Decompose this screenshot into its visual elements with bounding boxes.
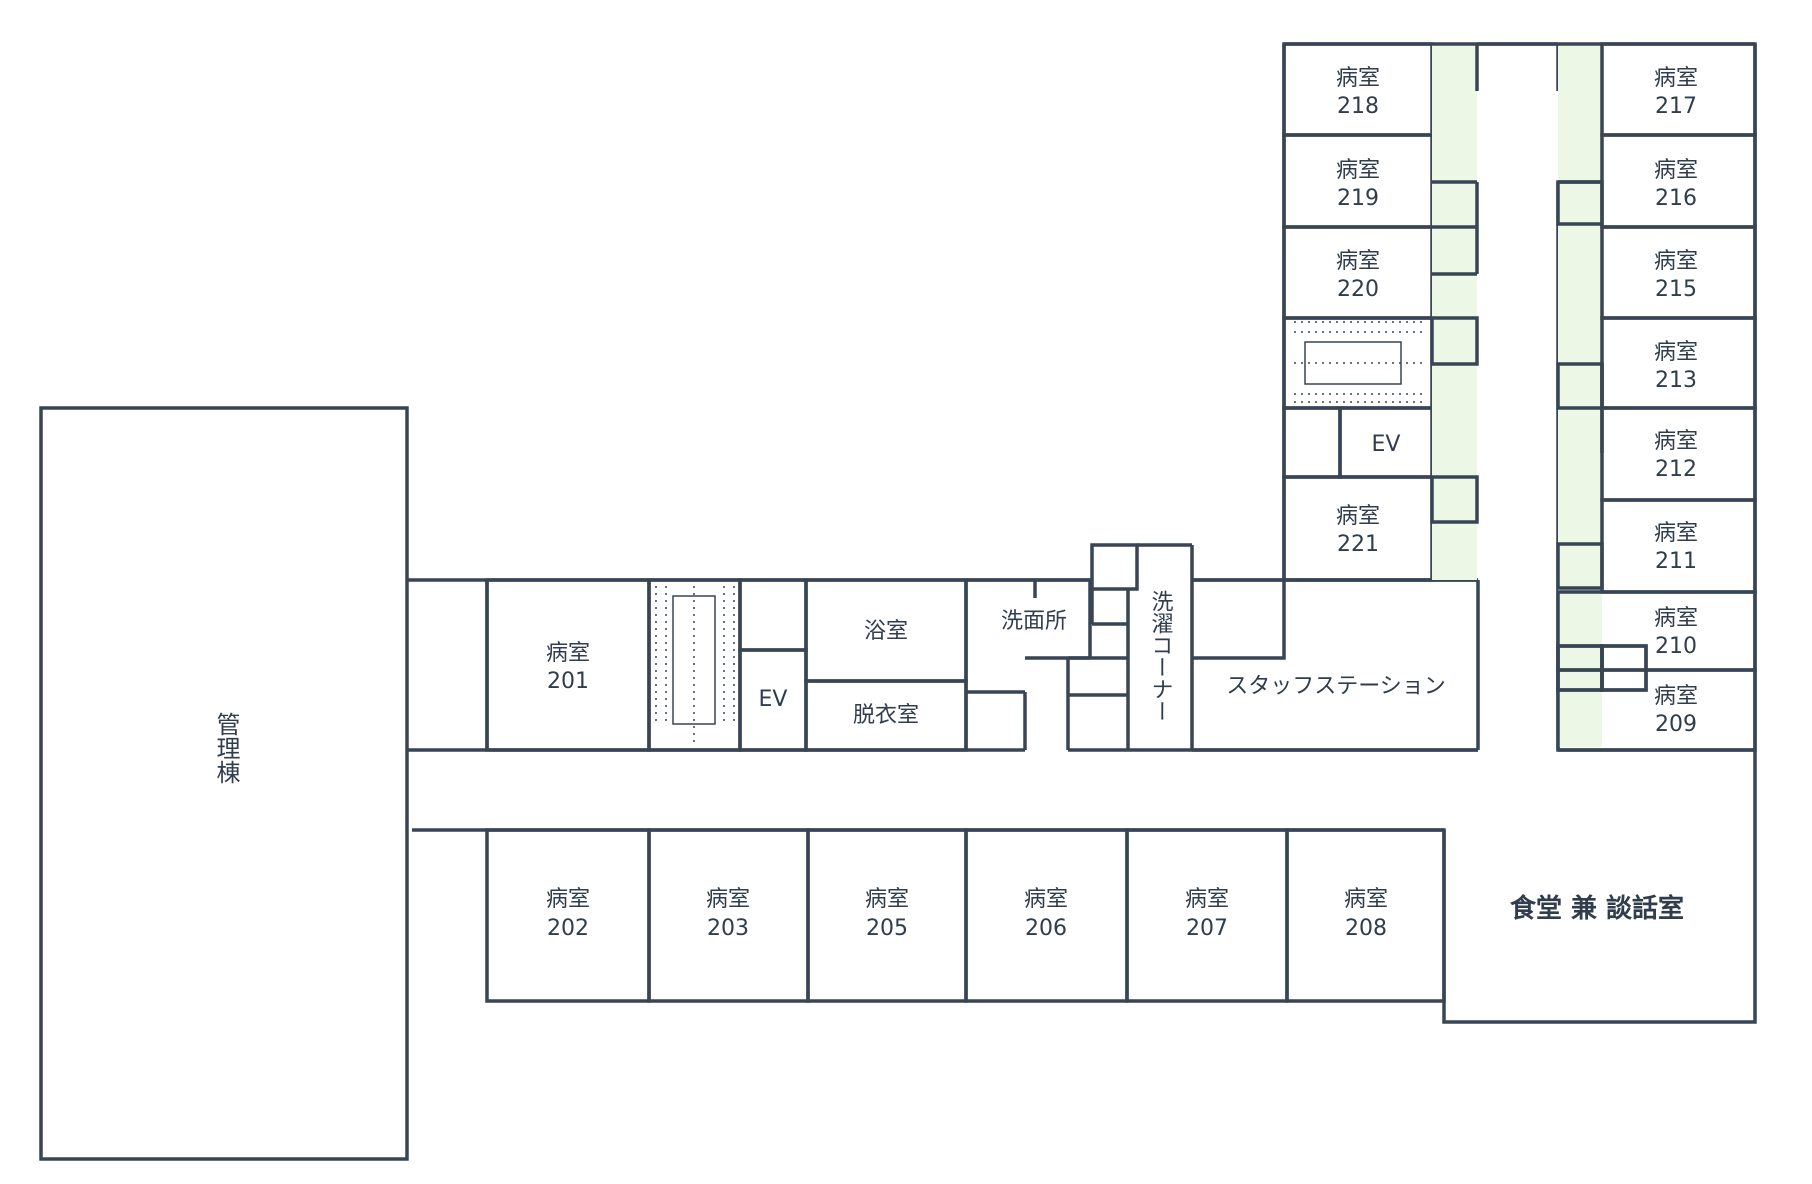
room-215-number: 215 <box>1655 277 1697 302</box>
room-207-name: 病室 <box>1185 887 1229 912</box>
stairs-right <box>1282 316 1434 410</box>
staff-station[interactable]: スタッフステーション <box>1192 578 1480 752</box>
room-216[interactable]: 病室 216 <box>1600 133 1757 229</box>
dressing-room[interactable]: 脱衣室 <box>804 679 968 752</box>
room-220[interactable]: 病室 220 <box>1282 225 1434 320</box>
dining-lounge-label: 食堂 兼 談話室 <box>1510 893 1684 924</box>
room-207-number: 207 <box>1186 916 1228 941</box>
room-211-name: 病室 <box>1654 521 1698 546</box>
room-209-number: 209 <box>1655 712 1697 737</box>
elevator-right[interactable]: EV <box>1282 406 1434 479</box>
room-221-number: 221 <box>1337 532 1379 557</box>
room-212-number: 212 <box>1655 457 1697 482</box>
room-218-number: 218 <box>1337 94 1379 119</box>
laundry-corner[interactable]: 洗濯コーナー <box>1090 543 1194 750</box>
room-208[interactable]: 病室 208 <box>1285 828 1446 1003</box>
room-213-name: 病室 <box>1654 340 1698 365</box>
room-215[interactable]: 病室 215 <box>1600 225 1757 320</box>
room-213[interactable]: 病室 213 <box>1600 316 1757 410</box>
room-220-number: 220 <box>1337 277 1379 302</box>
washroom[interactable]: 洗面所 <box>964 578 1128 750</box>
room-203-name: 病室 <box>706 887 750 912</box>
room-209-name: 病室 <box>1654 684 1698 709</box>
room-218[interactable]: 病室 218 <box>1282 42 1434 137</box>
admin-building[interactable]: 管理棟 <box>39 406 409 1161</box>
room-210-number: 210 <box>1655 634 1697 659</box>
dining-lounge[interactable]: 食堂 兼 談話室 <box>1442 748 1757 1024</box>
room-211-number: 211 <box>1655 549 1697 574</box>
room-217[interactable]: 病室 217 <box>1600 42 1757 137</box>
room-208-number: 208 <box>1345 916 1387 941</box>
corridor-walls <box>407 578 1478 832</box>
room-208-name: 病室 <box>1344 887 1388 912</box>
room-220-name: 病室 <box>1336 249 1380 274</box>
room-201-number: 201 <box>547 669 589 694</box>
room-219[interactable]: 病室 219 <box>1282 133 1434 229</box>
room-205-name: 病室 <box>865 887 909 912</box>
room-202-name: 病室 <box>546 887 590 912</box>
room-202-number: 202 <box>547 916 589 941</box>
corridor-right-walls <box>1477 42 1560 750</box>
closets-left <box>1430 44 1479 580</box>
bath-room[interactable]: 浴室 <box>804 578 968 683</box>
room-201[interactable]: 病室 201 <box>485 578 651 752</box>
room-207[interactable]: 病室 207 <box>1125 828 1289 1003</box>
room-217-name: 病室 <box>1654 66 1698 91</box>
room-213-number: 213 <box>1655 368 1697 393</box>
room-205[interactable]: 病室 205 <box>806 828 968 1003</box>
bath-room-label: 浴室 <box>864 619 908 644</box>
stairs-left <box>647 578 742 752</box>
room-221-name: 病室 <box>1336 504 1380 529</box>
room-221[interactable]: 病室 221 <box>1282 475 1434 582</box>
laundry-corner-label: 洗濯コーナー <box>1148 590 1174 722</box>
room-206-number: 206 <box>1025 916 1067 941</box>
room-216-number: 216 <box>1655 186 1697 211</box>
room-219-number: 219 <box>1337 186 1379 211</box>
room-212[interactable]: 病室 212 <box>1600 406 1757 502</box>
room-217-number: 217 <box>1655 94 1697 119</box>
room-210-name: 病室 <box>1654 606 1698 631</box>
admin-building-label: 管理棟 <box>212 712 240 784</box>
room-201-name: 病室 <box>546 641 590 666</box>
room-211[interactable]: 病室 211 <box>1600 498 1757 594</box>
elevator-right-label: EV <box>1372 432 1401 457</box>
room-216-name: 病室 <box>1654 158 1698 183</box>
room-203-number: 203 <box>707 916 749 941</box>
room-203[interactable]: 病室 203 <box>647 828 810 1003</box>
room-215-name: 病室 <box>1654 249 1698 274</box>
room-206-name: 病室 <box>1024 887 1068 912</box>
room-212-name: 病室 <box>1654 429 1698 454</box>
elevator-left[interactable]: EV <box>738 578 808 752</box>
dressing-room-label: 脱衣室 <box>853 703 919 728</box>
room-202[interactable]: 病室 202 <box>485 828 651 1003</box>
room-218-name: 病室 <box>1336 66 1380 91</box>
room-219-name: 病室 <box>1336 158 1380 183</box>
closets-right <box>1556 44 1648 747</box>
washroom-label: 洗面所 <box>1001 609 1067 634</box>
room-206[interactable]: 病室 206 <box>964 828 1129 1003</box>
elevator-left-label: EV <box>759 687 788 712</box>
room-205-number: 205 <box>866 916 908 941</box>
staff-station-label: スタッフステーション <box>1226 674 1446 699</box>
